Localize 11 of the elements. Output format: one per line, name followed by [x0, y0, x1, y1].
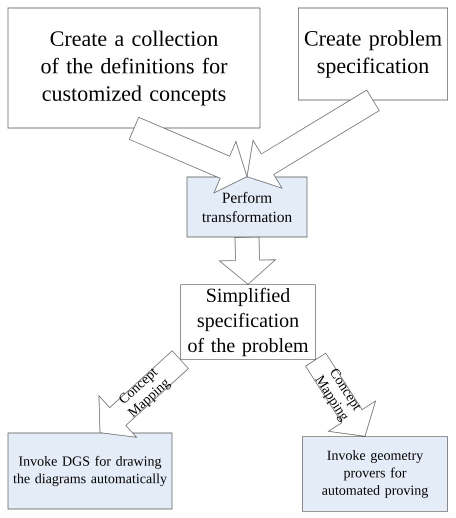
process-box: Simplified specification of the problem [180, 284, 316, 360]
block-arrow [246, 90, 380, 189]
process-box: Invoke geometry provers for automated proving [302, 436, 448, 512]
block-arrow [98, 350, 189, 438]
block-arrow [305, 352, 376, 437]
process-box: Perform transformation [186, 176, 308, 238]
process-box: Invoke DGS for drawing the diagrams automatically [8, 432, 172, 510]
block-arrow [218, 236, 276, 285]
process-box: Create problem specification [298, 8, 448, 100]
process-box: Create a collection of the definitions for customized concepts [8, 8, 260, 128]
block-arrow [128, 116, 248, 194]
